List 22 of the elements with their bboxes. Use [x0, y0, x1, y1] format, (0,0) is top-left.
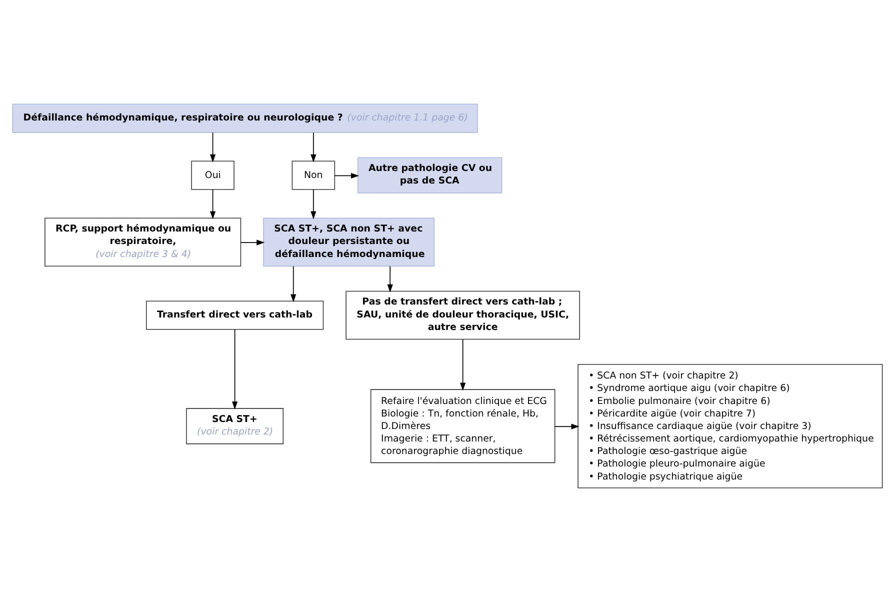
arrow	[310, 189, 316, 220]
node-box: Autre pathologie CV ou pas de SCA	[356, 157, 502, 194]
node-box: Défaillance hémodynamique, respiratoire ou neurologique ? (voir chapitre 1.1 page 6)	[12, 104, 478, 133]
arrow	[460, 338, 466, 391]
arrow	[310, 132, 316, 162]
node-box: • SCA non ST+ (voir chapitre 2) • Syndrome aortique aigu (voir chapitre 6) • Embolie pulmonaire (voir chapitre 6) • Péricardite aigüe (voir chapitre 7) • Insuffisance cardiaque aigüe (voir chapitre 3) • Rétrécissement aortique, cardiomyopathie hypertrophique • Pathologie œso-gastrique aigüe • Pathologie pleuro-pulmonaire aigüe • Pathologie psychiatrique aigüe	[577, 364, 882, 488]
node-box: Transfert direct vers cath-lab	[145, 300, 324, 330]
arrow	[232, 329, 238, 410]
arrow	[386, 266, 392, 292]
node-box: Non	[291, 160, 335, 190]
node-box: RCP, support hémodynamique ou respiratoire, (voir chapitre 3 & 4)	[44, 218, 241, 267]
arrow	[240, 240, 264, 246]
node-box: Refaire l'évaluation clinique et ECG Biologie : Tn, fonction rénale, Hb, D.Dimères Imagerie : ETT, scanner, coronarographie diagnostique	[370, 389, 555, 464]
node-box: Oui	[190, 160, 234, 190]
arrow	[290, 266, 296, 302]
arrow	[209, 189, 216, 220]
arrow	[209, 132, 216, 162]
arrow	[554, 424, 579, 430]
arrow	[334, 172, 359, 178]
node-box: SCA ST+, SCA non ST+ avec douleur persistante ou défaillance hémodynamique	[262, 218, 434, 267]
node-box: SCA ST+ (voir chapitre 2)	[186, 408, 284, 444]
node-box: Pas de transfert direct vers cath-lab ; SAU, unité de douleur thoracique, USIC, autre service	[345, 290, 580, 340]
